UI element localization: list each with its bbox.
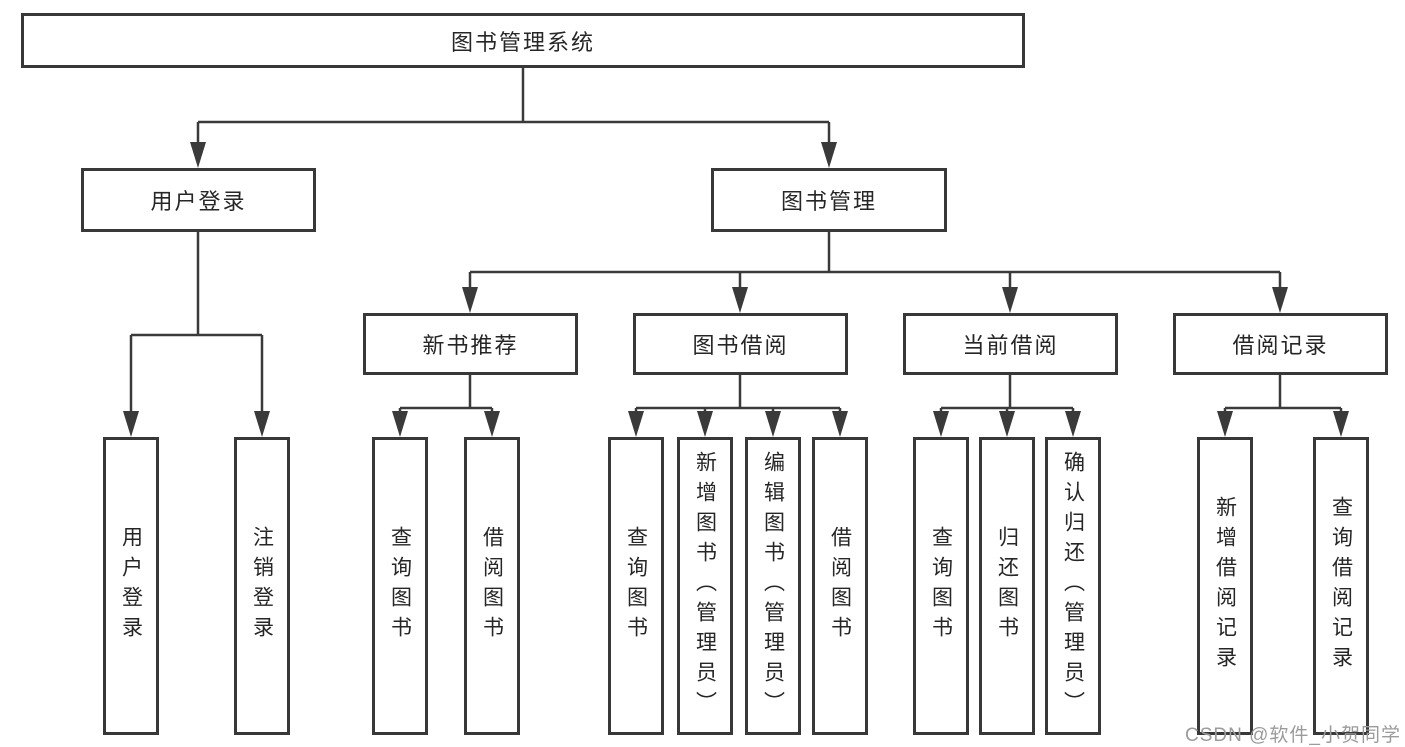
connector-user-login [129, 232, 264, 413]
arrow-head-icon [462, 287, 478, 313]
node-leaf-add-borrow-record: 新增借阅记录 [1197, 437, 1253, 735]
node-label: 新增图书（管理员） [693, 451, 717, 721]
arrow-head-icon [190, 142, 206, 168]
node-label: 用户登录 [119, 526, 143, 646]
connector-root [196, 68, 831, 146]
arrow-head-icon [999, 411, 1015, 437]
node-leaf-query-book-2: 查询图书 [608, 437, 664, 735]
node-library-system: 图书管理系统 [21, 13, 1025, 68]
node-label: 新增借阅记录 [1213, 496, 1237, 676]
arrow-head-icon [628, 411, 644, 437]
node-user-login: 用户登录 [81, 168, 316, 232]
node-leaf-query-borrow-record: 查询借阅记录 [1313, 437, 1369, 735]
connector-current-borrow [939, 375, 1075, 413]
arrow-head-icon [123, 411, 139, 437]
arrow-head-icon [765, 411, 781, 437]
node-leaf-add-book-admin: 新增图书（管理员） [677, 437, 733, 735]
node-label: 借阅图书 [480, 526, 504, 646]
node-label: 查询图书 [929, 526, 953, 646]
node-current-borrowing: 当前借阅 [903, 313, 1118, 375]
node-label: 编辑图书（管理员） [761, 451, 785, 721]
node-leaf-return-book: 归还图书 [979, 437, 1035, 735]
node-label: 借阅图书 [828, 526, 852, 646]
node-label: 查询图书 [624, 526, 648, 646]
arrow-head-icon [1217, 411, 1233, 437]
arrow-head-icon [933, 411, 949, 437]
node-leaf-borrow-book-2: 借阅图书 [812, 437, 868, 735]
arrow-head-icon [484, 411, 500, 437]
node-leaf-query-book-1: 查询图书 [372, 437, 428, 735]
connector-new-book-rec [398, 375, 494, 413]
connector-book-mgmt [468, 232, 1282, 291]
node-label: 查询图书 [388, 526, 412, 646]
arrow-head-icon [697, 411, 713, 437]
node-new-book-recommend: 新书推荐 [363, 313, 578, 375]
node-borrowing-records: 借阅记录 [1173, 313, 1388, 375]
arrow-head-icon [1002, 287, 1018, 313]
arrow-head-icon [254, 411, 270, 437]
arrow-head-icon [1333, 411, 1349, 437]
arrow-head-icon [392, 411, 408, 437]
arrow-head-icon [732, 287, 748, 313]
connector-borrow-records [1223, 375, 1343, 413]
node-label: 归还图书 [995, 526, 1019, 646]
connector-book-borrow [634, 375, 842, 413]
arrow-head-icon [821, 142, 837, 168]
csdn-watermark: CSDN @软件_小贺同学 [1185, 725, 1401, 746]
node-leaf-confirm-return-admin: 确认归还（管理员） [1045, 437, 1101, 735]
node-book-management: 图书管理 [711, 168, 947, 232]
arrow-head-icon [832, 411, 848, 437]
node-book-borrowing: 图书借阅 [633, 313, 848, 375]
node-label: 确认归还（管理员） [1061, 451, 1085, 721]
node-leaf-query-book-3: 查询图书 [913, 437, 969, 735]
node-label: 注销登录 [250, 526, 274, 646]
node-leaf-user-login: 用户登录 [103, 437, 159, 735]
arrow-head-icon [1272, 287, 1288, 313]
node-leaf-logout: 注销登录 [234, 437, 290, 735]
node-leaf-borrow-book-1: 借阅图书 [464, 437, 520, 735]
node-leaf-edit-book-admin: 编辑图书（管理员） [745, 437, 801, 735]
node-label: 查询借阅记录 [1329, 496, 1353, 676]
arrow-head-icon [1065, 411, 1081, 437]
